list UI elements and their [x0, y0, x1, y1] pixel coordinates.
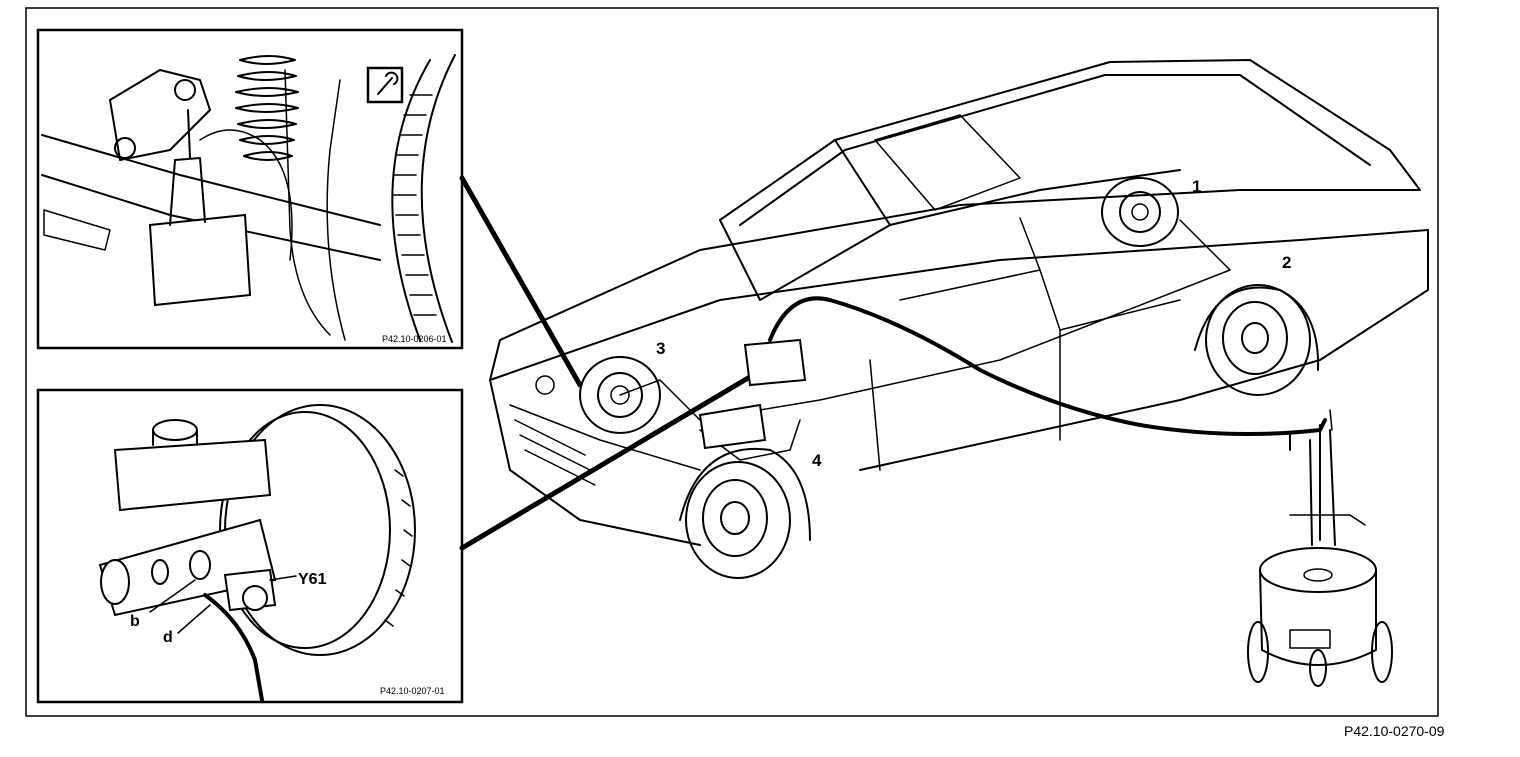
inset-bottom-code: P42.10-0207-01 [380, 686, 445, 696]
leader-d [177, 604, 211, 634]
pointer-bottom-inset [459, 362, 773, 551]
figure-id: P42.10-0270-09 [1344, 723, 1445, 739]
engine-bay-master-cylinder [698, 338, 807, 450]
inset-bottom-master-cylinder: Y61 b d P42.10-0207-01 [36, 388, 464, 704]
leader-b [149, 579, 196, 613]
label-d: d [163, 629, 173, 646]
label-y61: Y61 [298, 571, 327, 588]
callout-3: 3 [656, 339, 665, 358]
unit-cap [1303, 568, 1333, 582]
bleed-hose-mc [203, 593, 264, 702]
bleeder-hose-main [768, 296, 1327, 436]
brake-disc-arc [391, 54, 456, 343]
unit-wheel-left [1247, 621, 1269, 683]
outer-frame [25, 7, 1439, 717]
coil-spring [235, 55, 299, 161]
brake-line [284, 69, 346, 341]
hanger [1289, 514, 1366, 526]
bleeder-bottle [148, 109, 252, 307]
wheel-3 [579, 356, 661, 434]
bleed-screw-wrench-icon [366, 66, 404, 104]
bleed-hose [199, 129, 293, 261]
callout-4: 4 [812, 451, 822, 470]
unit-wheel-right [1371, 621, 1393, 683]
unit-plate [1289, 629, 1331, 649]
emblem [535, 375, 555, 395]
callout-1: 1 [1192, 177, 1201, 196]
wheel-2 [1205, 284, 1311, 396]
label-b: b [130, 613, 140, 630]
wheel-4 [685, 461, 791, 579]
bleed-screw [174, 79, 196, 101]
sunroof [874, 114, 1021, 211]
callout-2: 2 [1282, 253, 1291, 272]
master-cylinder [98, 518, 277, 617]
brake-line-run [619, 219, 1231, 421]
valve-y61 [223, 568, 277, 612]
bolt [114, 137, 136, 159]
unit-lid [1259, 547, 1377, 593]
inset-top-rear-bleed-screw: P42.10-0206-01 [36, 28, 464, 350]
unit-wheel-front [1309, 649, 1327, 687]
lower-bracket [43, 209, 111, 251]
bleeding-unit [1247, 409, 1393, 687]
pointer-top-inset [459, 175, 583, 388]
caliper-bracket [109, 69, 211, 161]
inset-top-code: P42.10-0206-01 [382, 334, 447, 344]
fluid-reservoir [113, 419, 272, 512]
leader-y61 [269, 575, 297, 581]
car-body [489, 59, 1429, 579]
hose-top [1329, 409, 1333, 431]
wheel-1 [1101, 177, 1179, 247]
